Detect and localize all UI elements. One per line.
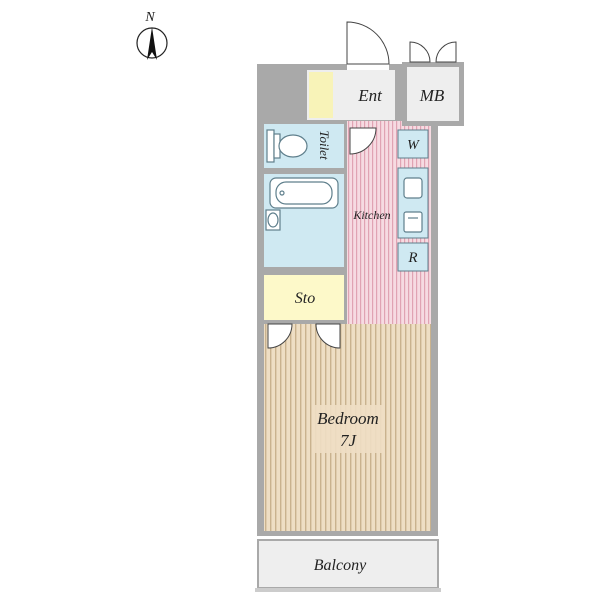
toilet-door-icon xyxy=(349,127,377,155)
north-arrow-icon xyxy=(147,27,157,60)
balcony-label: Balcony xyxy=(314,557,367,574)
bedroom-label: Bedroom xyxy=(317,409,379,428)
sink-icon xyxy=(403,177,423,199)
toilet-label: Toilet xyxy=(317,130,332,160)
toilet-fixture-icon xyxy=(266,129,308,163)
bathtub-icon xyxy=(269,177,339,209)
washbasin-icon xyxy=(265,209,281,231)
compass: N xyxy=(136,10,168,60)
compass-label: N xyxy=(144,10,155,25)
refrigerator-area xyxy=(397,242,429,272)
meter-box-label: MB xyxy=(419,86,445,105)
washer-label: W xyxy=(407,138,420,153)
entrance-door-icon xyxy=(346,21,390,70)
bedroom-label-plate xyxy=(312,405,384,453)
bedroom-size-label: 7J xyxy=(340,431,358,450)
kitchen-label: Kitchen xyxy=(352,208,390,222)
meter-box-doors-icon xyxy=(409,41,457,63)
washer-area xyxy=(397,129,429,159)
balcony-rail xyxy=(255,588,441,592)
storage-room xyxy=(264,275,344,320)
entrance-label: Ent xyxy=(357,86,383,105)
storage-label: Sto xyxy=(295,290,315,307)
stove-icon xyxy=(403,211,423,233)
entrance-step xyxy=(309,72,333,118)
meter-box xyxy=(407,67,459,121)
storage-doors-icon xyxy=(267,323,341,349)
refrigerator-label: R xyxy=(407,250,417,266)
balcony xyxy=(257,539,439,589)
